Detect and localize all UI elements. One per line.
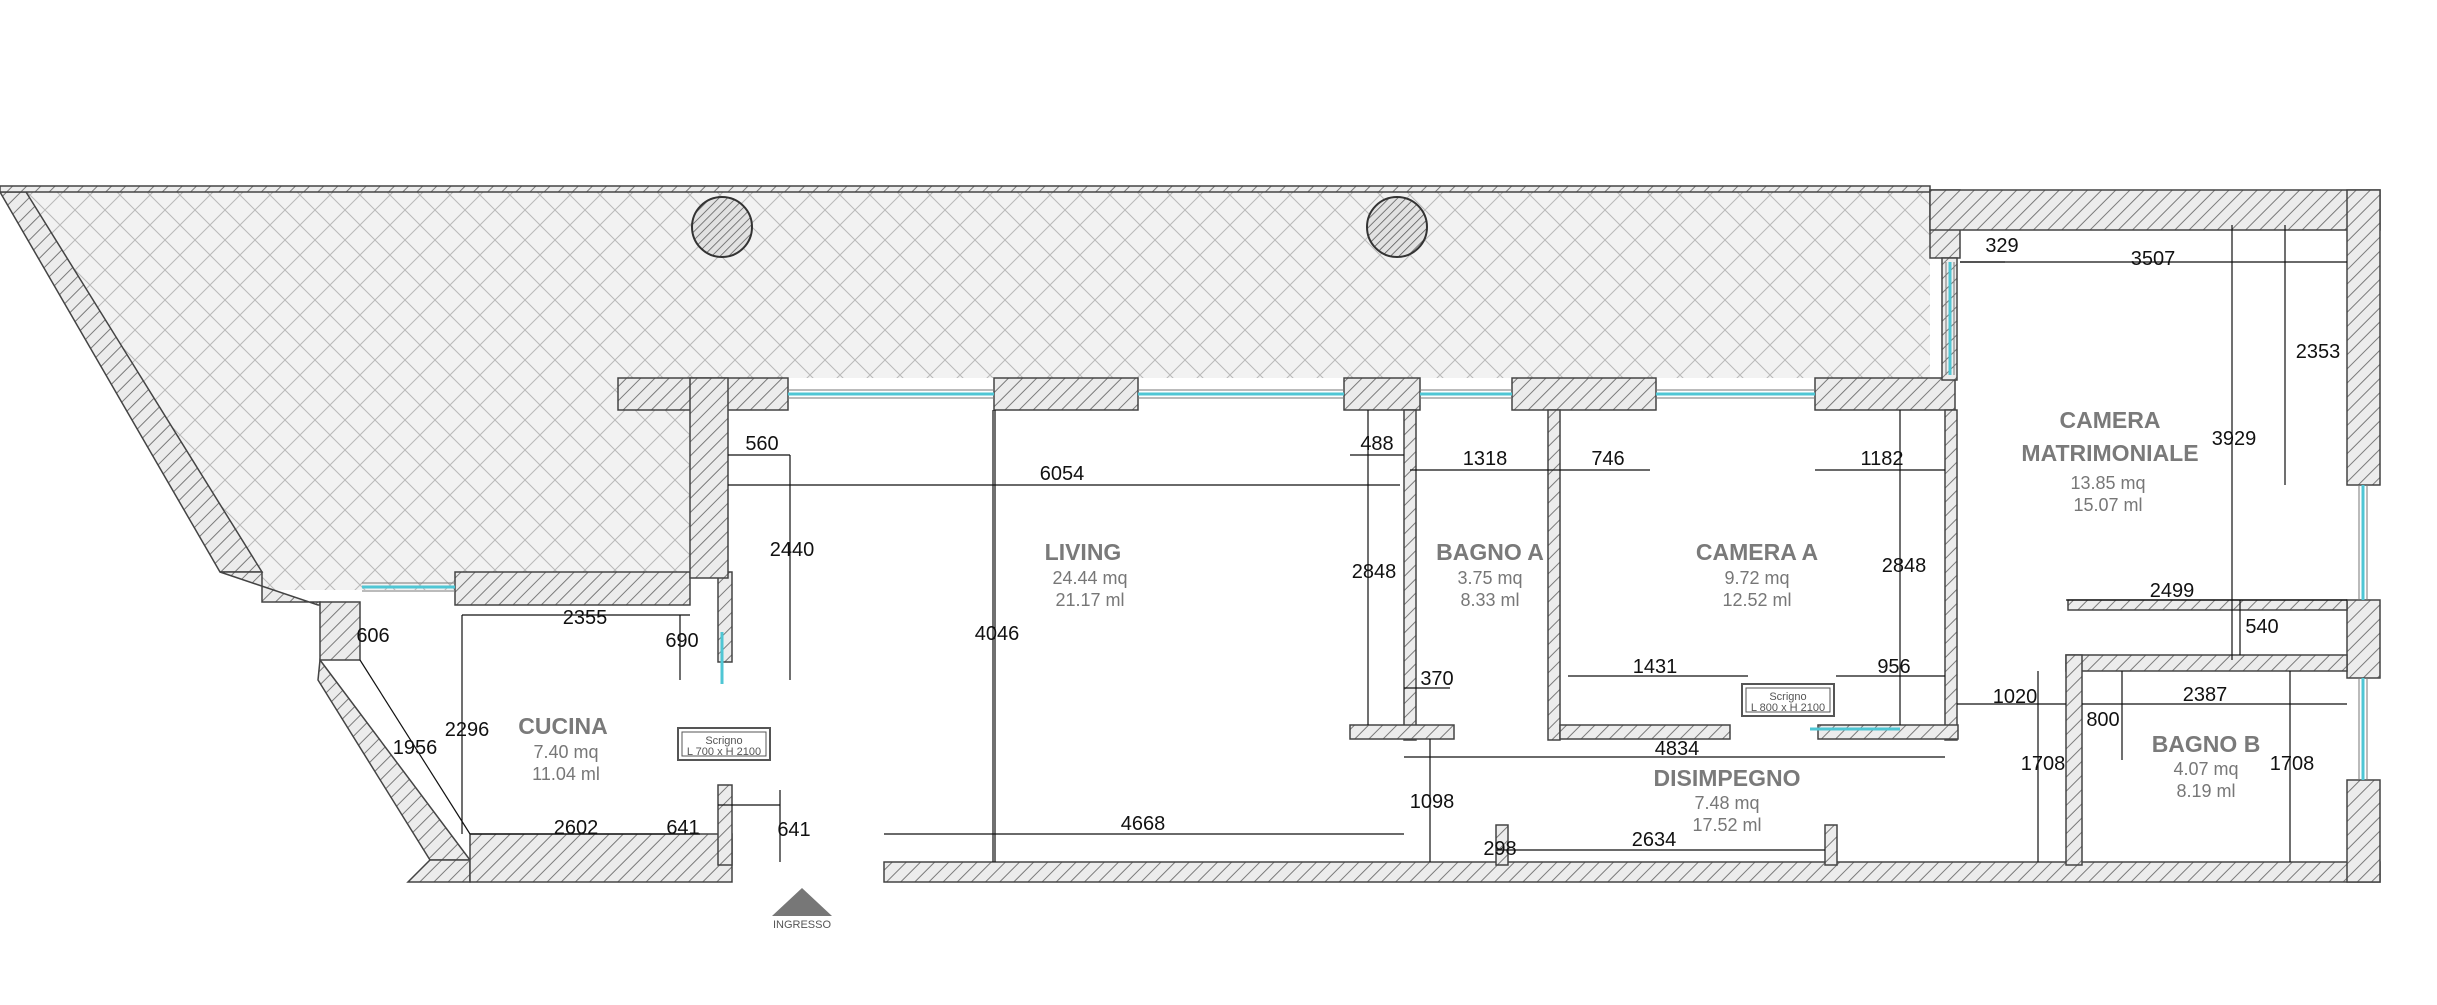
dim-560: 560 (745, 433, 778, 455)
dim-1318: 1318 (1463, 448, 1508, 470)
dim-1708a: 1708 (2021, 753, 2066, 775)
window-frames (362, 262, 2368, 780)
room-cucina: CUCINA 7.40 mq 11.04 ml (518, 713, 607, 784)
dim-956: 956 (1877, 656, 1910, 678)
dim-2296: 2296 (445, 719, 490, 741)
terrace-column (691, 196, 753, 258)
room-area: 7.48 mq (1694, 793, 1759, 813)
entrance-marker: INGRESSO (772, 888, 832, 931)
scrigno-tag-kitchen: Scrigno L 700 x H 2100 (677, 727, 771, 761)
room-perimeter: 15.07 ml (2073, 495, 2142, 515)
dim-298: 298 (1483, 838, 1516, 860)
dim-2355: 2355 (563, 607, 608, 629)
room-perimeter: 8.33 ml (1460, 590, 1519, 610)
entrance-label: INGRESSO (773, 919, 832, 931)
dim-4834: 4834 (1655, 738, 1700, 760)
dim-2602: 2602 (554, 817, 599, 839)
room-name: DISIMPEGNO (1654, 765, 1801, 791)
scrigno-size: L 800 x H 2100 (1751, 702, 1825, 714)
dim-2848a: 2848 (1352, 561, 1397, 583)
dim-1956: 1956 (393, 737, 438, 759)
room-bagno-b: BAGNO B 4.07 mq 8.19 ml (2152, 731, 2261, 801)
scrigno-title: Scrigno (1769, 691, 1806, 703)
dimension-labels: 560 6054 2440 488 1318 746 1182 329 3507… (356, 235, 2340, 860)
dim-800: 800 (2086, 709, 2119, 731)
dim-1098: 1098 (1410, 791, 1455, 813)
dim-1708b: 1708 (2270, 753, 2315, 775)
room-perimeter: 17.52 ml (1692, 815, 1761, 835)
dim-1431: 1431 (1633, 656, 1678, 678)
dim-1182: 1182 (1860, 448, 1903, 470)
room-bagno-a: BAGNO A 3.75 mq 8.33 ml (1436, 539, 1544, 610)
room-name: BAGNO A (1436, 539, 1544, 565)
room-area: 7.40 mq (533, 742, 598, 762)
room-camera-a: CAMERA A 9.72 mq 12.52 ml (1696, 539, 1818, 610)
room-name: CUCINA (518, 713, 607, 739)
dim-4668: 4668 (1121, 813, 1166, 835)
dim-370: 370 (1420, 668, 1453, 690)
dim-488: 488 (1360, 433, 1393, 455)
room-disimpegno: DISIMPEGNO 7.48 mq 17.52 ml (1654, 765, 1801, 835)
terrace-paving (26, 192, 1930, 590)
room-perimeter: 12.52 ml (1722, 590, 1791, 610)
dim-3507: 3507 (2131, 248, 2176, 270)
dim-1020: 1020 (1993, 686, 2038, 708)
dim-2353: 2353 (2296, 341, 2341, 363)
dim-641b: 641 (777, 819, 810, 841)
room-name: CAMERA A (1696, 539, 1818, 565)
room-perimeter: 11.04 ml (532, 764, 600, 784)
dim-3929: 3929 (2212, 428, 2257, 450)
room-area: 4.07 mq (2173, 759, 2238, 779)
room-area: 3.75 mq (1457, 568, 1522, 588)
dim-641a: 641 (666, 817, 699, 839)
dim-2440: 2440 (770, 539, 815, 561)
room-name: BAGNO B (2152, 731, 2261, 757)
scrigno-size: L 700 x H 2100 (687, 746, 761, 758)
room-perimeter: 21.17 ml (1055, 590, 1124, 610)
dim-606: 606 (356, 625, 389, 647)
windows (362, 262, 2365, 780)
dim-4046: 4046 (975, 623, 1020, 645)
room-area: 13.85 mq (2070, 473, 2145, 493)
room-perimeter: 8.19 ml (2176, 781, 2235, 801)
dimension-lines (359, 225, 2347, 862)
room-area: 9.72 mq (1724, 568, 1789, 588)
dim-2387: 2387 (2183, 684, 2228, 706)
dim-746: 746 (1591, 448, 1624, 470)
dim-2848b: 2848 (1882, 555, 1927, 577)
scrigno-title: Scrigno (705, 735, 742, 747)
entrance-arrow-icon (772, 888, 832, 916)
room-name: LIVING (1045, 539, 1122, 565)
dim-2499: 2499 (2150, 580, 2195, 602)
room-name-line1: CAMERA (2060, 407, 2161, 433)
dim-540: 540 (2245, 616, 2278, 638)
dim-690: 690 (665, 630, 698, 652)
room-area: 24.44 mq (1052, 568, 1127, 588)
room-living: LIVING 24.44 mq 21.17 ml (1045, 539, 1128, 610)
room-camera-matrimoniale: CAMERA MATRIMONIALE 13.85 mq 15.07 ml (2021, 407, 2198, 515)
dim-329: 329 (1985, 235, 2018, 257)
terrace-column (1366, 196, 1428, 258)
walls (0, 185, 2381, 883)
dim-2634: 2634 (1632, 829, 1677, 851)
dim-6054: 6054 (1040, 463, 1085, 485)
room-name-line2: MATRIMONIALE (2021, 440, 2198, 466)
scrigno-tag-camera: Scrigno L 800 x H 2100 (1741, 683, 1835, 717)
